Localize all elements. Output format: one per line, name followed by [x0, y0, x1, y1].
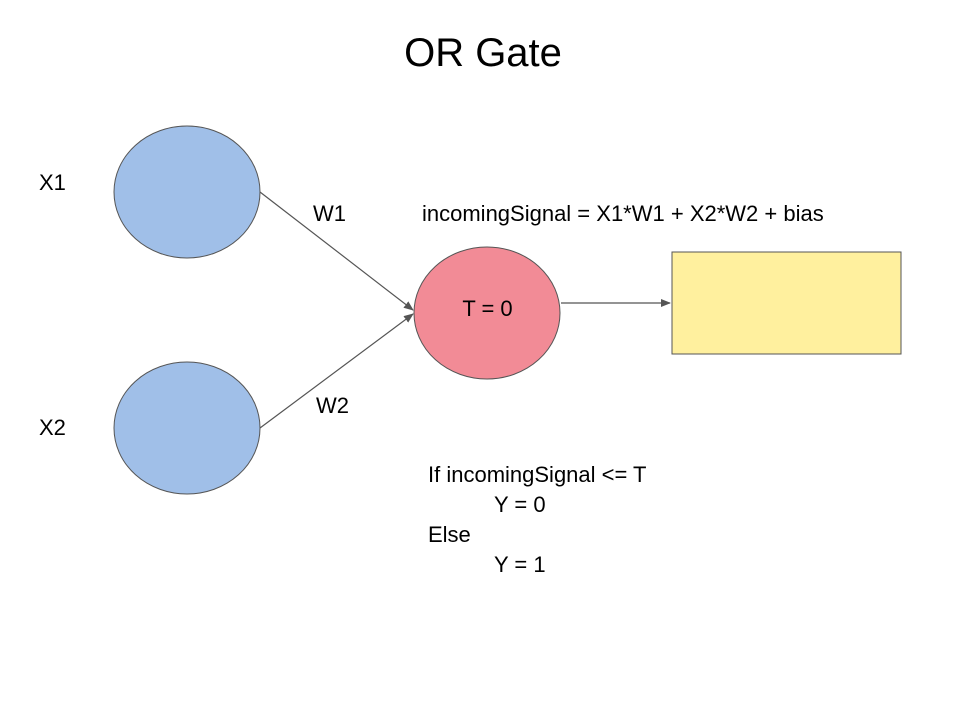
- rule-then-line: Y = 0: [494, 492, 546, 517]
- input-node-x1: [113, 125, 261, 259]
- weight-w1-label: W1: [313, 201, 346, 226]
- weight-w2-label: W2: [316, 393, 349, 418]
- neuron-threshold-label: T = 0: [462, 296, 513, 321]
- rule-else-line: Else: [428, 522, 471, 547]
- diagram-title: OR Gate: [404, 31, 562, 75]
- rule-else-result-line: Y = 1: [494, 552, 546, 577]
- edge-x2-to-neuron: [259, 313, 414, 429]
- rule-if-line: If incomingSignal <= T: [428, 462, 647, 487]
- edge-x1-to-neuron: [259, 191, 414, 311]
- incoming-signal-formula: incomingSignal = X1*W1 + X2*W2 + bias: [422, 201, 824, 226]
- input-x1-label: X1: [39, 170, 66, 195]
- neuron-node: [413, 246, 561, 380]
- input-x2-label: X2: [39, 415, 66, 440]
- output-box: [671, 251, 902, 355]
- input-node-x2: [113, 361, 261, 495]
